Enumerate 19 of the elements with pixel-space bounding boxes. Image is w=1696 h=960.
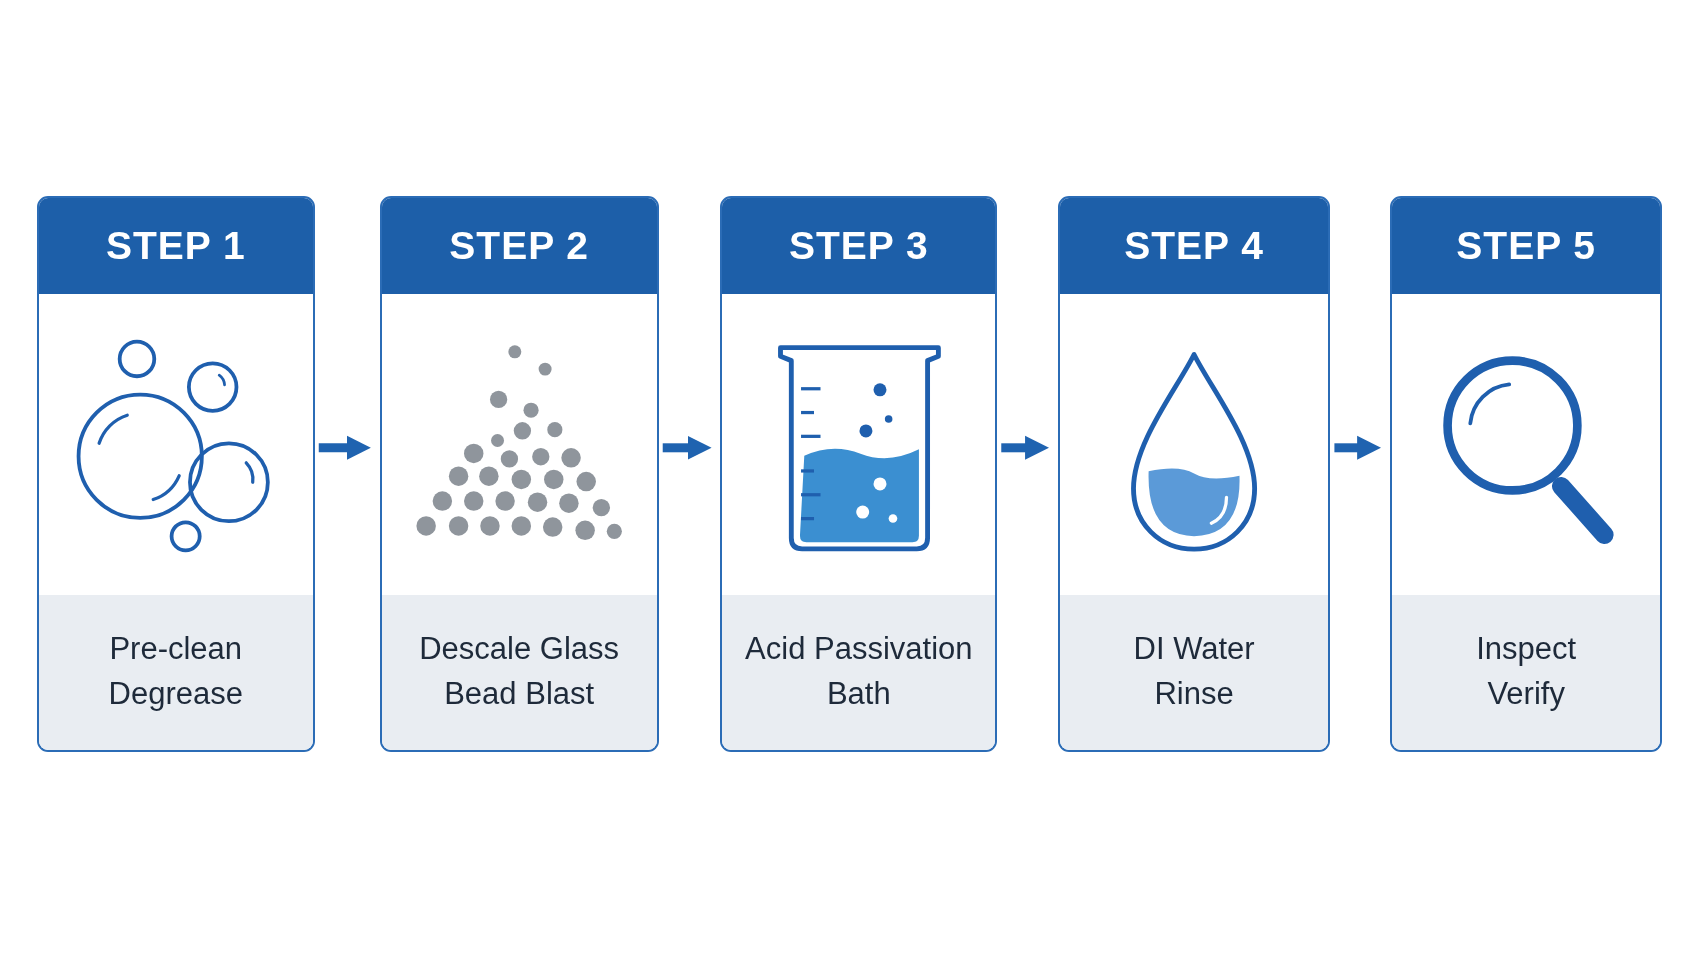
step-card [379,195,659,752]
arrow [1334,435,1382,460]
step-description: Acid Passivation Bath [744,630,974,714]
step-card [720,195,998,752]
step-header: STEP 3 [722,197,996,294]
step-card [1057,195,1331,752]
step-description: Descale Glass Bead Blast [418,630,621,714]
arrow [662,435,712,460]
step-header: STEP 5 [1391,197,1661,294]
step-card [1389,195,1663,752]
step-header: STEP 1 [38,197,313,294]
step-description: DI Water Rinse [1132,630,1256,714]
step-description: Pre-clean Degrease [107,630,244,714]
arrow [318,435,371,460]
step-description: Inspect Verify [1475,630,1578,714]
step-header: STEP 2 [381,197,657,294]
step-header: STEP 4 [1059,197,1329,294]
arrow [1001,435,1050,460]
step-card [36,195,315,752]
